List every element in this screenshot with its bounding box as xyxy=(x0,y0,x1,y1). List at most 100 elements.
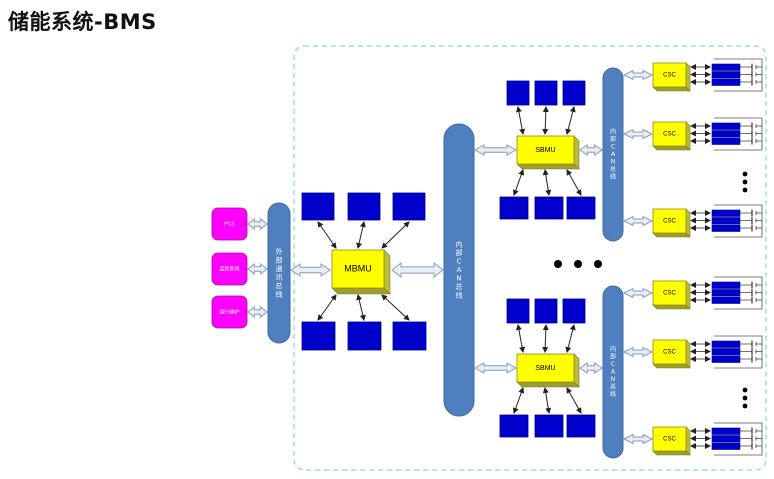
battery-module-2-3 xyxy=(690,422,763,456)
sbmu2-top-link-2 xyxy=(542,324,549,353)
sbmu2-bottom-link-3 xyxy=(566,387,582,414)
csc-label-2-1: CSC xyxy=(663,291,676,297)
csc-2-3-bus-link xyxy=(622,433,654,445)
mbmu-top-link-1 xyxy=(317,221,337,249)
sbmu1-bottom-link-3 xyxy=(566,169,582,196)
svg-text:外: 外 xyxy=(276,247,283,256)
main-internal-can-bus xyxy=(443,123,475,417)
sbmu-group-more-dots xyxy=(554,260,602,268)
pcs-node-label: PCS xyxy=(224,221,235,227)
sbmu-label-2: SBMU xyxy=(535,365,555,372)
mbmu-bottom-module-2 xyxy=(347,321,382,351)
sbmu2-top-module-2 xyxy=(534,298,558,324)
mbmu-top-module-1 xyxy=(301,192,335,221)
svg-text:C: C xyxy=(457,258,462,266)
sbmu1-group-bus-link xyxy=(579,144,603,156)
svg-text:讯: 讯 xyxy=(276,273,283,281)
external-bus-to-mbmu-link xyxy=(290,263,331,277)
mbmu-box xyxy=(331,249,391,295)
svg-text:A: A xyxy=(457,266,462,274)
monitoring-system-node-label: 监控系统 xyxy=(219,265,239,272)
sbmu2-top-link-1 xyxy=(515,324,526,353)
svg-text:部: 部 xyxy=(276,255,283,264)
mbmu-bottom-link-2 xyxy=(356,294,366,321)
system-boundary xyxy=(293,45,767,471)
csc-2-2-bus-link xyxy=(622,346,654,358)
sbmu2-top-link-3 xyxy=(565,324,576,353)
monitoring-system-node-link xyxy=(247,262,268,276)
svg-text:总: 总 xyxy=(456,282,463,291)
sbmu1-top-link-2 xyxy=(542,106,549,135)
sbmu2-bottom-module-1 xyxy=(499,414,529,438)
monitoring-system-node xyxy=(211,252,248,286)
sbmu2-bottom-link-2 xyxy=(542,387,552,414)
battery-module-2-2 xyxy=(690,335,763,369)
svg-text:总: 总 xyxy=(276,281,283,290)
svg-text:部: 部 xyxy=(610,135,616,143)
sbmu1-top-module-2 xyxy=(534,80,558,106)
csc-box-1-1 xyxy=(652,62,691,92)
sbmu2-bottom-module-2 xyxy=(534,414,564,438)
svg-text:部: 部 xyxy=(456,248,463,257)
sbmu1-top-link-3 xyxy=(565,106,576,135)
csc-2-1-bus-link xyxy=(622,287,654,299)
svg-text:线: 线 xyxy=(276,289,283,298)
svg-text:N: N xyxy=(611,376,616,383)
csc-label-1-3: CSC xyxy=(663,219,676,225)
svg-text:C: C xyxy=(611,144,615,151)
sbmu2-top-module-3 xyxy=(562,298,586,324)
pcs-node xyxy=(211,207,248,241)
svg-text:线: 线 xyxy=(610,173,616,181)
operation-maintenance-node-label: 运行维护 xyxy=(219,308,239,315)
svg-text:部: 部 xyxy=(610,353,616,361)
svg-text:A: A xyxy=(611,151,616,158)
mbmu-top-module-3 xyxy=(392,192,426,221)
sbmu1-main-bus-link xyxy=(473,144,518,156)
svg-text:线: 线 xyxy=(456,291,463,300)
sbmu2-main-bus-link xyxy=(473,362,518,374)
csc-box-1-2 xyxy=(652,121,691,151)
svg-text:总: 总 xyxy=(610,165,616,173)
csc-more-dots-1 xyxy=(742,171,748,193)
sbmu-label-1: SBMU xyxy=(535,147,555,154)
csc-box-2-3 xyxy=(652,426,691,456)
sbmu2-bottom-link-1 xyxy=(512,387,525,414)
csc-label-1-2: CSC xyxy=(663,132,676,138)
sbmu2-bottom-module-3 xyxy=(566,414,596,438)
svg-text:C: C xyxy=(611,361,615,368)
svg-text:通: 通 xyxy=(276,264,283,273)
group-internal-can-bus-1 xyxy=(602,67,624,242)
mbmu-bottom-module-3 xyxy=(392,321,427,351)
svg-text:线: 线 xyxy=(610,390,616,398)
mbmu-bottom-module-1 xyxy=(301,321,336,351)
svg-text:内: 内 xyxy=(610,128,616,136)
mbmu-top-module-2 xyxy=(347,192,381,221)
sbmu1-top-link-1 xyxy=(515,106,526,135)
csc-label-2-3: CSC xyxy=(663,437,676,443)
sbmu1-bottom-module-2 xyxy=(534,196,564,220)
sbmu1-top-module-1 xyxy=(506,80,530,106)
sbmu1-bottom-link-2 xyxy=(542,169,552,196)
sbmu1-bottom-module-3 xyxy=(566,196,596,220)
mbmu-top-link-3 xyxy=(381,221,410,249)
sbmu1-bottom-link-1 xyxy=(512,169,525,196)
sbmu1-bottom-module-1 xyxy=(499,196,529,220)
svg-text:内: 内 xyxy=(456,240,463,249)
csc-more-dots-2 xyxy=(742,387,748,409)
csc-label-2-2: CSC xyxy=(663,350,676,356)
external-comm-bus xyxy=(267,202,291,344)
battery-module-1-1 xyxy=(690,58,763,92)
csc-box-2-1 xyxy=(652,280,691,310)
operation-maintenance-node xyxy=(211,295,248,329)
sbmu-box-1 xyxy=(516,135,580,170)
svg-text:N: N xyxy=(456,275,461,283)
csc-label-1-1: CSC xyxy=(663,73,676,79)
mbmu-label: MBMU xyxy=(344,263,372,273)
mbmu-bottom-link-1 xyxy=(317,294,337,321)
svg-text:总: 总 xyxy=(610,383,616,391)
battery-module-1-3 xyxy=(690,204,763,238)
